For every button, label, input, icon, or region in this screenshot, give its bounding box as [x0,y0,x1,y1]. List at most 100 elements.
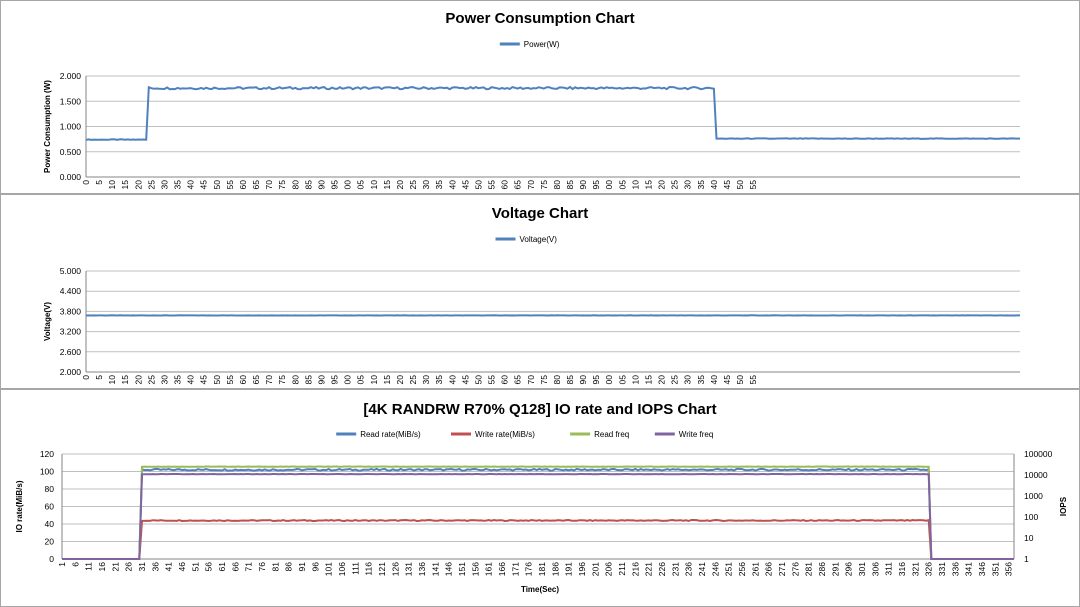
x-tick-label: 101 [324,562,334,576]
x-tick-label: 05 [356,375,366,385]
x-tick-label: 15 [382,180,392,190]
x-tick-label: 95 [591,375,601,385]
x-tick-label: 236 [684,562,694,576]
x-tick-label: 206 [604,562,614,576]
legend-label: Write freq [679,430,714,439]
x-tick-label: 211 [617,562,627,576]
x-tick-label: 121 [377,562,387,576]
x-tick-label: 231 [670,562,680,576]
x-tick-label: 85 [565,180,575,190]
x-tick-label: 251 [724,562,734,576]
x-tick-label: 166 [497,562,507,576]
x-tick-label: 191 [564,562,574,576]
y-tick-label: 80 [45,484,55,494]
x-tick-label: 81 [270,562,280,572]
x-tick-label: 65 [251,375,261,385]
x-tick-label: 10 [369,180,379,190]
x-tick-label: 31 [137,562,147,572]
x-tick-label: 30 [683,375,693,385]
x-tick-label: 05 [617,375,627,385]
x-tick-label: 286 [817,562,827,576]
y2-axis-label: IOPS [1059,496,1068,516]
x-tick-label: 351 [990,562,1000,576]
x-tick-label: 85 [303,375,313,385]
x-tick-label: 0 [81,180,91,185]
y-tick-label: 0.500 [60,147,82,157]
x-tick-label: 30 [421,180,431,190]
x-tick-label: 85 [565,375,575,385]
y-tick-label: 3.200 [60,327,82,337]
x-tick-label: 226 [657,562,667,576]
x-tick-label: 55 [487,375,497,385]
x-tick-label: 196 [577,562,587,576]
y2-tick-label: 1000 [1024,491,1043,501]
x-tick-label: 76 [257,562,267,572]
y-tick-label: 0.000 [60,172,82,182]
y2-tick-label: 10 [1024,533,1034,543]
x-tick-label: 71 [244,562,254,572]
x-tick-label: 20 [395,375,405,385]
x-tick-label: 25 [146,375,156,385]
x-tick-label: 30 [421,375,431,385]
x-tick-label: 75 [539,375,549,385]
x-tick-label: 291 [830,562,840,576]
legend-label: Read rate(MiB/s) [360,430,421,439]
x-tick-label: 26 [124,562,134,572]
x-axis-label: Time(Sec) [521,585,559,594]
x-tick-label: 10 [630,375,640,385]
x-tick-label: 126 [390,562,400,576]
y-tick-label: 2.000 [60,71,82,81]
x-tick-label: 90 [578,375,588,385]
x-tick-label: 90 [578,180,588,190]
x-tick-label: 15 [643,375,653,385]
x-tick-label: 35 [434,375,444,385]
x-tick-label: 80 [552,180,562,190]
x-tick-label: 181 [537,562,547,576]
x-tick-label: 15 [643,180,653,190]
x-tick-label: 65 [251,180,261,190]
y-tick-label: 120 [40,449,54,459]
x-tick-label: 266 [764,562,774,576]
x-tick-label: 136 [417,562,427,576]
x-tick-label: 311 [884,562,894,576]
x-tick-label: 1 [57,562,67,567]
x-tick-label: 276 [790,562,800,576]
x-tick-label: 241 [697,562,707,576]
x-tick-label: 5 [94,375,104,380]
x-tick-label: 151 [457,562,467,576]
y-axis-label: IO rate(MiB/s) [15,480,24,532]
y2-tick-label: 10000 [1024,470,1048,480]
x-tick-label: 35 [434,180,444,190]
x-tick-label: 00 [604,180,614,190]
series-line [62,465,1014,560]
x-tick-label: 35 [696,180,706,190]
x-tick-label: 00 [343,375,353,385]
x-tick-label: 256 [737,562,747,576]
x-tick-label: 16 [97,562,107,572]
legend-label: Write rate(MiB/s) [475,430,535,439]
x-tick-label: 6 [70,562,80,567]
x-tick-label: 41 [164,562,174,572]
x-tick-label: 56 [204,562,214,572]
x-tick-label: 55 [748,375,758,385]
x-tick-label: 11 [84,562,94,571]
x-tick-label: 221 [644,562,654,576]
x-tick-label: 131 [404,562,414,576]
x-tick-label: 55 [487,180,497,190]
x-tick-label: 20 [133,375,143,385]
x-tick-label: 85 [303,180,313,190]
x-tick-label: 65 [513,375,523,385]
x-tick-label: 30 [159,180,169,190]
x-tick-label: 75 [539,180,549,190]
x-tick-label: 301 [857,562,867,576]
legend-label: Power(W) [524,40,560,49]
x-tick-label: 70 [526,375,536,385]
x-tick-label: 51 [190,562,200,572]
x-tick-label: 20 [657,180,667,190]
legend-label: Voltage(V) [520,235,558,244]
legend-label: Read freq [594,430,629,439]
x-tick-label: 261 [750,562,760,576]
x-tick-label: 86 [284,562,294,572]
x-tick-label: 21 [110,562,120,572]
